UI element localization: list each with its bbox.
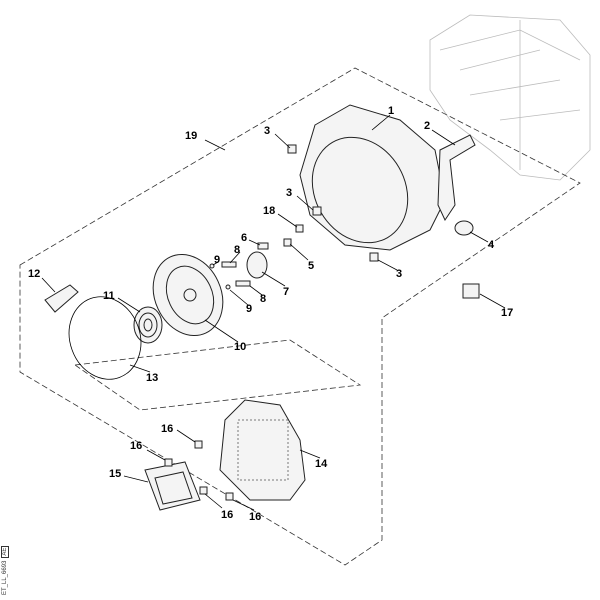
callout-14: 14	[315, 458, 328, 470]
callout-16: 16	[161, 423, 173, 435]
assembly-outline	[19, 67, 581, 566]
callout-19: 19	[185, 130, 197, 142]
callout-10: 10	[234, 341, 246, 353]
part-bracket[interactable]	[437, 134, 476, 222]
part-starter-grip[interactable]	[44, 284, 79, 313]
screws-3[interactable]	[283, 144, 379, 262]
callout-labels: 1 2 3 19 3 18 6 9 8 5 7 4 3 12 11 8 9 10…	[28, 105, 513, 523]
part-fan-housing[interactable]	[294, 104, 446, 260]
drawing-code-box: AE	[1, 545, 9, 558]
callout-17: 17	[501, 307, 513, 319]
callout-4: 4	[488, 239, 495, 251]
callout-3: 3	[396, 268, 402, 280]
part-grommet[interactable]	[454, 220, 474, 236]
callout-15: 15	[109, 468, 121, 480]
part-label[interactable]	[462, 283, 480, 299]
callout-16: 16	[249, 511, 261, 523]
callout-6: 6	[241, 232, 247, 244]
callout-3: 3	[264, 125, 270, 137]
part-grille[interactable]	[144, 461, 201, 511]
callout-13: 13	[146, 372, 158, 384]
callout-9: 9	[214, 254, 220, 266]
screws-16[interactable]	[164, 440, 234, 501]
callout-8: 8	[260, 293, 266, 305]
callout-11: 11	[103, 290, 115, 302]
callout-16: 16	[130, 440, 142, 452]
drawing-code: ET_LL_6693 AE	[1, 545, 9, 595]
part-starter-rope[interactable]	[58, 287, 153, 390]
leader-lines	[41, 114, 506, 511]
part-rewind-spring[interactable]	[133, 306, 163, 344]
callout-8: 8	[234, 244, 240, 256]
callout-16: 16	[221, 509, 233, 521]
callout-3: 3	[286, 187, 292, 199]
callout-1: 1	[388, 105, 394, 117]
engine-background	[429, 14, 591, 181]
callout-12: 12	[28, 268, 40, 280]
callout-7: 7	[283, 286, 289, 298]
callout-9: 9	[246, 303, 252, 315]
callout-18: 18	[263, 205, 275, 217]
filter-outline	[73, 339, 362, 411]
callout-2: 2	[424, 120, 430, 132]
drawing-code-text: ET_LL_6693	[2, 560, 8, 595]
callout-5: 5	[308, 260, 314, 272]
part-cover[interactable]	[219, 399, 306, 501]
part-rope-rotor[interactable]	[140, 243, 235, 347]
